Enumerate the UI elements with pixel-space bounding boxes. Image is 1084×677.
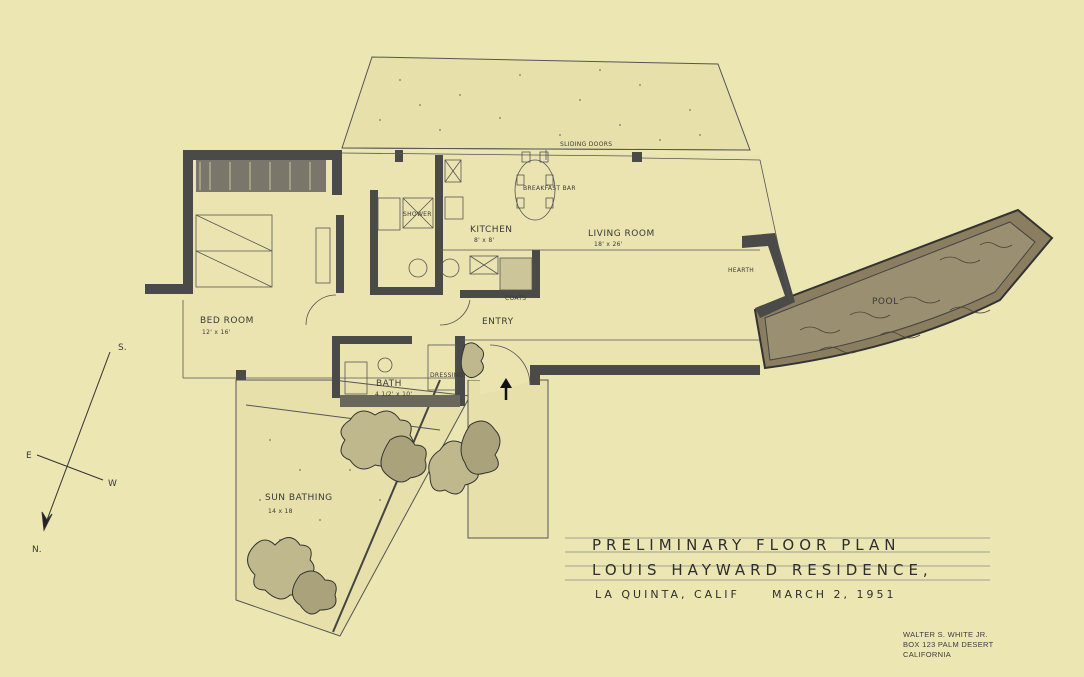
guide-lines bbox=[182, 147, 791, 395]
architect-name: WALTER S. WHITE JR. bbox=[903, 630, 988, 639]
architect-stamp: WALTER S. WHITE JR. BOX 123 PALM DESERT … bbox=[903, 630, 993, 660]
label-bath: BATH bbox=[376, 379, 402, 389]
compass-s: S. bbox=[118, 343, 127, 353]
title-date: MARCH 2, 1951 bbox=[772, 588, 897, 601]
pool bbox=[753, 208, 1054, 370]
terrace bbox=[341, 56, 751, 151]
title-block: PRELIMINARY FLOOR PLAN LOUIS HAYWARD RES… bbox=[565, 536, 990, 601]
label-living: LIVING ROOM bbox=[588, 229, 655, 239]
note-shower: SHOWER bbox=[403, 211, 432, 218]
note-hearth: HEARTH bbox=[728, 267, 754, 274]
label-kitchen-size: 8' x 8' bbox=[474, 237, 494, 244]
interior-floor bbox=[183, 150, 790, 395]
walls bbox=[145, 150, 795, 407]
title-line-1: PRELIMINARY FLOOR PLAN bbox=[592, 536, 900, 554]
label-living-size: 18' x 26' bbox=[594, 241, 623, 248]
label-sunbathing-size: 14 x 18 bbox=[268, 508, 293, 515]
compass: S. E W N. bbox=[26, 343, 127, 555]
note-coats: COATS bbox=[505, 295, 526, 302]
entry-arrow bbox=[500, 378, 512, 400]
room-labels: BED ROOM 12' x 16' KITCHEN 8' x 8' LIVIN… bbox=[200, 225, 899, 515]
label-sunbathing: SUN BATHING bbox=[265, 493, 333, 503]
architect-state: CALIFORNIA bbox=[903, 650, 952, 659]
label-pool: POOL bbox=[872, 297, 899, 307]
title-line-2: LOUIS HAYWARD RESIDENCE, bbox=[592, 561, 933, 579]
landscape-shrubs bbox=[247, 342, 501, 615]
compass-n: N. bbox=[32, 545, 42, 555]
label-entry: ENTRY bbox=[482, 317, 514, 327]
note-breakfast-bar: BREAKFAST BAR bbox=[523, 185, 576, 192]
label-bath-size: 4 1/2' x 10' bbox=[375, 391, 412, 398]
note-dressing: DRESSING bbox=[430, 372, 464, 379]
compass-e: E bbox=[26, 451, 32, 461]
compass-w: W bbox=[108, 479, 117, 489]
annotations: SLIDING DOORS BREAKFAST BAR SHOWER HEART… bbox=[403, 141, 754, 379]
label-bedroom: BED ROOM bbox=[200, 316, 254, 326]
architect-address: BOX 123 PALM DESERT bbox=[903, 640, 994, 649]
note-sliding-doors: SLIDING DOORS bbox=[560, 141, 612, 148]
title-location: LA QUINTA, CALIF bbox=[595, 588, 740, 601]
label-bedroom-size: 12' x 16' bbox=[202, 329, 231, 336]
label-kitchen: KITCHEN bbox=[470, 225, 513, 235]
